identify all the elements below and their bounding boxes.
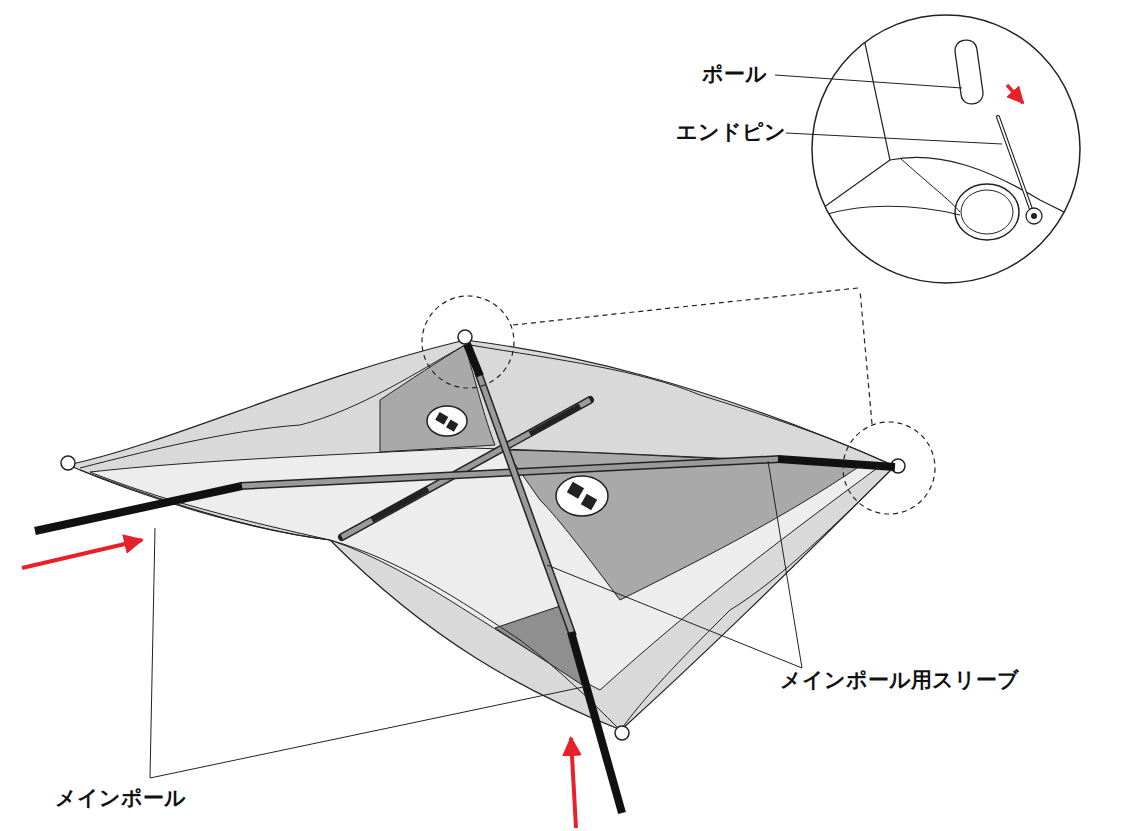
part-label: メインポール	[55, 786, 186, 811]
part-label: ポール	[702, 62, 767, 87]
part-label: エンドピン	[676, 120, 786, 145]
part-label: メインポール用スリーブ	[780, 668, 1019, 693]
